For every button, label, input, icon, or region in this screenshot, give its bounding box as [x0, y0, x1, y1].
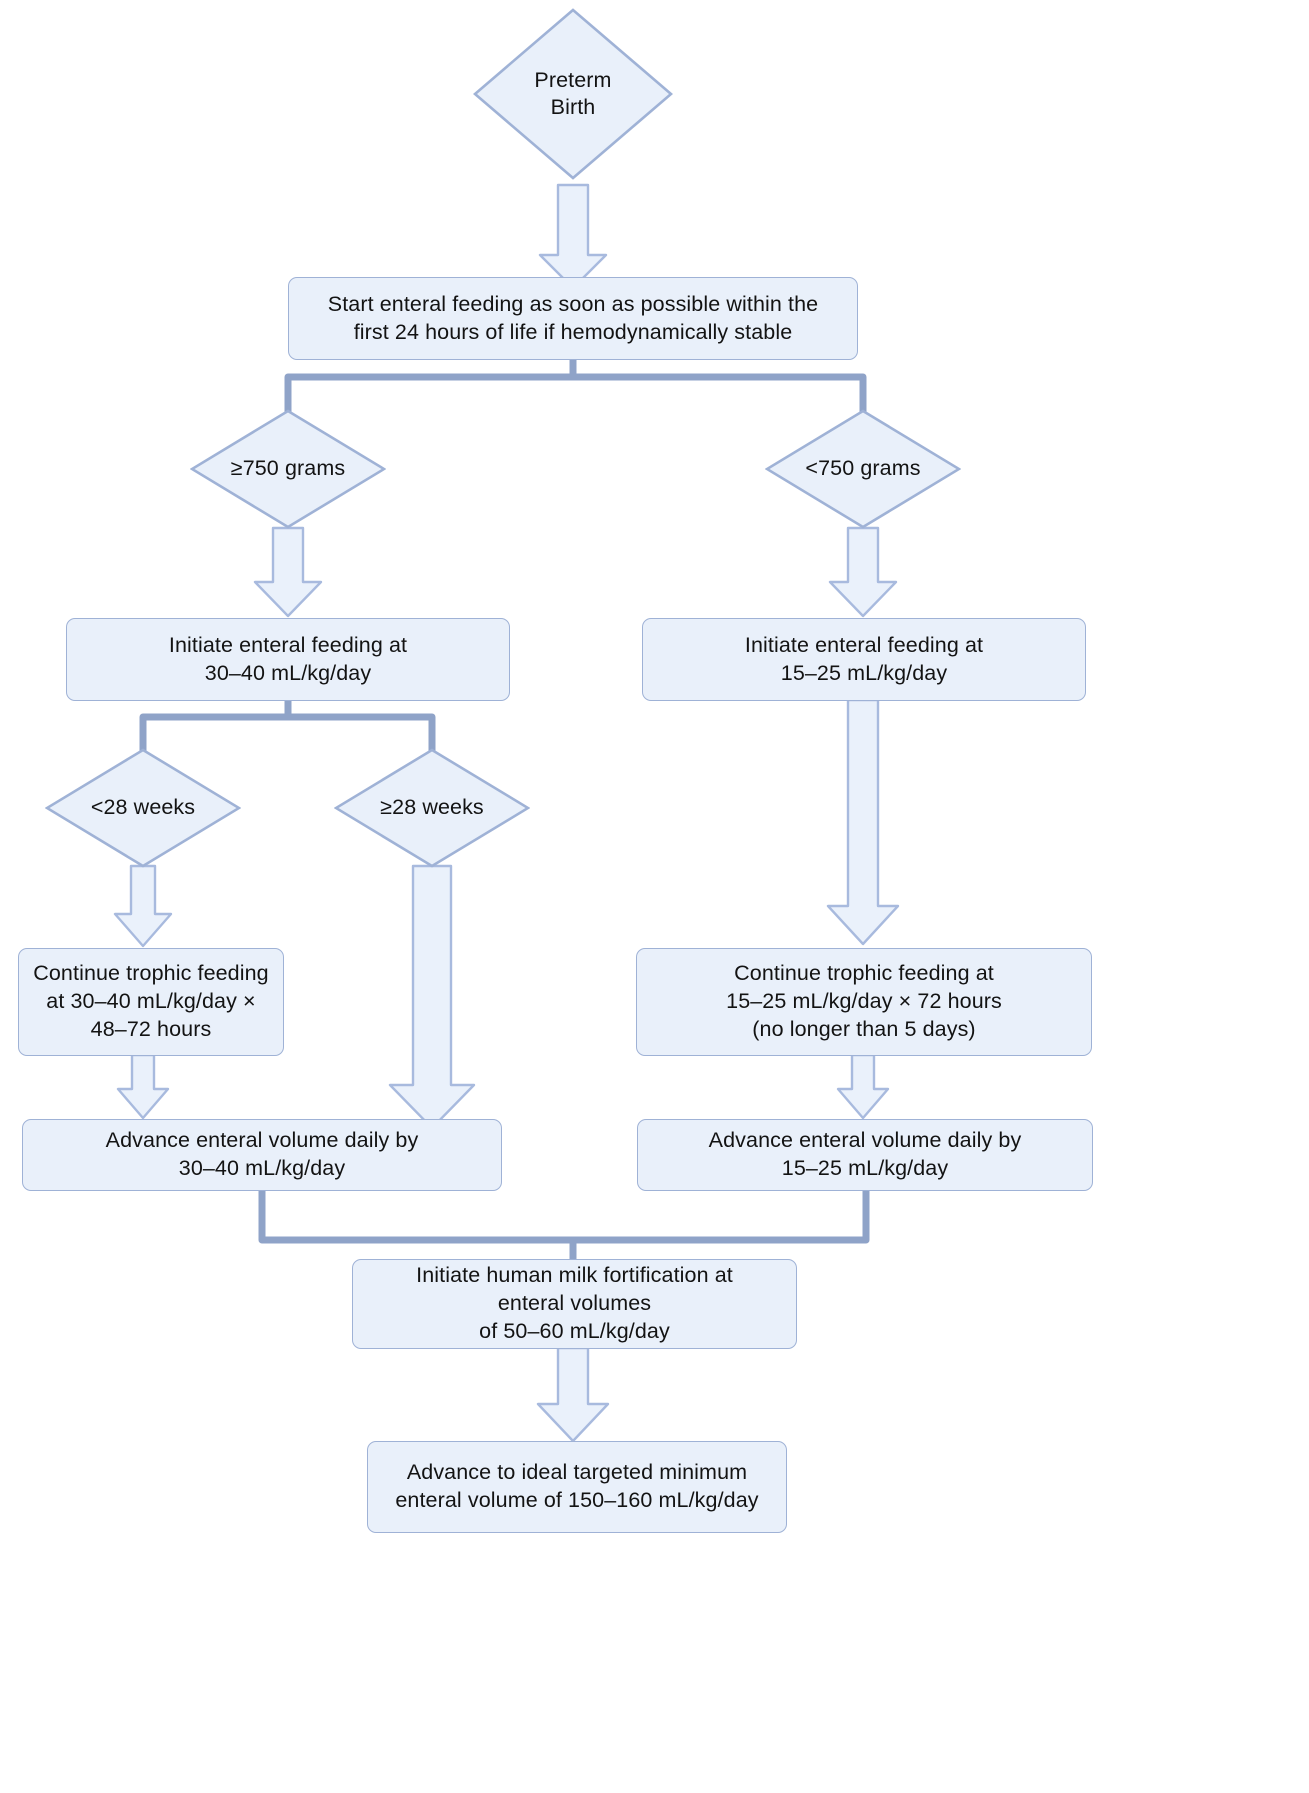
arrow-initiate1525-to-trophic1525	[826, 698, 900, 946]
node-text: Advance to ideal targeted minimum entera…	[395, 1460, 759, 1512]
arrow-ge28-to-advance3040	[388, 864, 476, 1130]
node-text: Continue trophic feeding at 30–40 mL/kg/…	[33, 961, 269, 1041]
arrow-ge750-to-initiate3040	[253, 526, 323, 618]
node-label: <750 grams	[765, 409, 961, 529]
diamond-shape	[765, 409, 961, 529]
node-text: ≥28 weeks	[380, 795, 484, 820]
node-trophic-30-40[interactable]: Continue trophic feeding at 30–40 mL/kg/…	[18, 948, 284, 1056]
node-advance-target[interactable]: Advance to ideal targeted minimum entera…	[367, 1441, 787, 1533]
diamond-shape	[190, 409, 386, 529]
node-label: ≥750 grams	[190, 409, 386, 529]
arrow-lt28-to-trophic3040	[113, 864, 173, 948]
node-fortification[interactable]: Initiate human milk fortification at ent…	[352, 1259, 797, 1349]
arrow-lt750-to-initiate1525	[828, 526, 898, 618]
node-ga-lt-28[interactable]: <28 weeks	[45, 748, 241, 868]
node-initiate-15-25[interactable]: Initiate enteral feeding at 15–25 mL/kg/…	[642, 618, 1086, 701]
node-text: Preterm Birth	[534, 67, 612, 119]
node-advance-30-40[interactable]: Advance enteral volume daily by 30–40 mL…	[22, 1119, 502, 1191]
node-weight-lt-750[interactable]: <750 grams	[765, 409, 961, 529]
arrow-trophic3040-to-advance3040	[116, 1053, 170, 1120]
node-preterm-birth[interactable]: Preterm Birth	[473, 8, 673, 180]
node-ga-ge-28[interactable]: ≥28 weeks	[334, 748, 530, 868]
diamond-shape	[334, 748, 530, 868]
edge-initiate-to-ga-diamonds	[139, 696, 436, 756]
node-text: Start enteral feeding as soon as possibl…	[327, 291, 819, 344]
node-text: Initiate enteral feeding at 30–40 mL/kg/…	[168, 632, 408, 685]
node-initiate-30-40[interactable]: Initiate enteral feeding at 30–40 mL/kg/…	[66, 618, 510, 701]
diamond-shape	[473, 8, 673, 180]
node-weight-ge-750[interactable]: ≥750 grams	[190, 409, 386, 529]
node-text: <28 weeks	[90, 795, 196, 820]
node-label: ≥28 weeks	[334, 748, 530, 868]
node-label: Preterm Birth	[473, 8, 673, 180]
node-start-enteral-feeding[interactable]: Start enteral feeding as soon as possibl…	[288, 277, 858, 360]
node-text: Initiate enteral feeding at 15–25 mL/kg/…	[744, 632, 984, 685]
arrow-trophic1525-to-advance1525	[836, 1053, 890, 1120]
arrow-preterm-to-start	[538, 183, 608, 290]
edge-advance-to-fortification	[258, 1187, 870, 1263]
arrow-fortification-to-target	[536, 1346, 610, 1443]
node-text: Initiate human milk fortification at ent…	[416, 1263, 733, 1343]
node-trophic-15-25[interactable]: Continue trophic feeding at 15–25 mL/kg/…	[636, 948, 1092, 1056]
node-text: Continue trophic feeding at 15–25 mL/kg/…	[726, 961, 1002, 1041]
node-label: <28 weeks	[45, 748, 241, 868]
node-text: <750 grams	[805, 456, 921, 481]
node-text: ≥750 grams	[230, 456, 346, 481]
edge-start-to-weight-diamonds	[284, 356, 867, 416]
node-text: Advance enteral volume daily by 15–25 mL…	[708, 1128, 1022, 1180]
node-advance-15-25[interactable]: Advance enteral volume daily by 15–25 mL…	[637, 1119, 1093, 1191]
node-text: Advance enteral volume daily by 30–40 mL…	[105, 1128, 419, 1180]
diamond-shape	[45, 748, 241, 868]
